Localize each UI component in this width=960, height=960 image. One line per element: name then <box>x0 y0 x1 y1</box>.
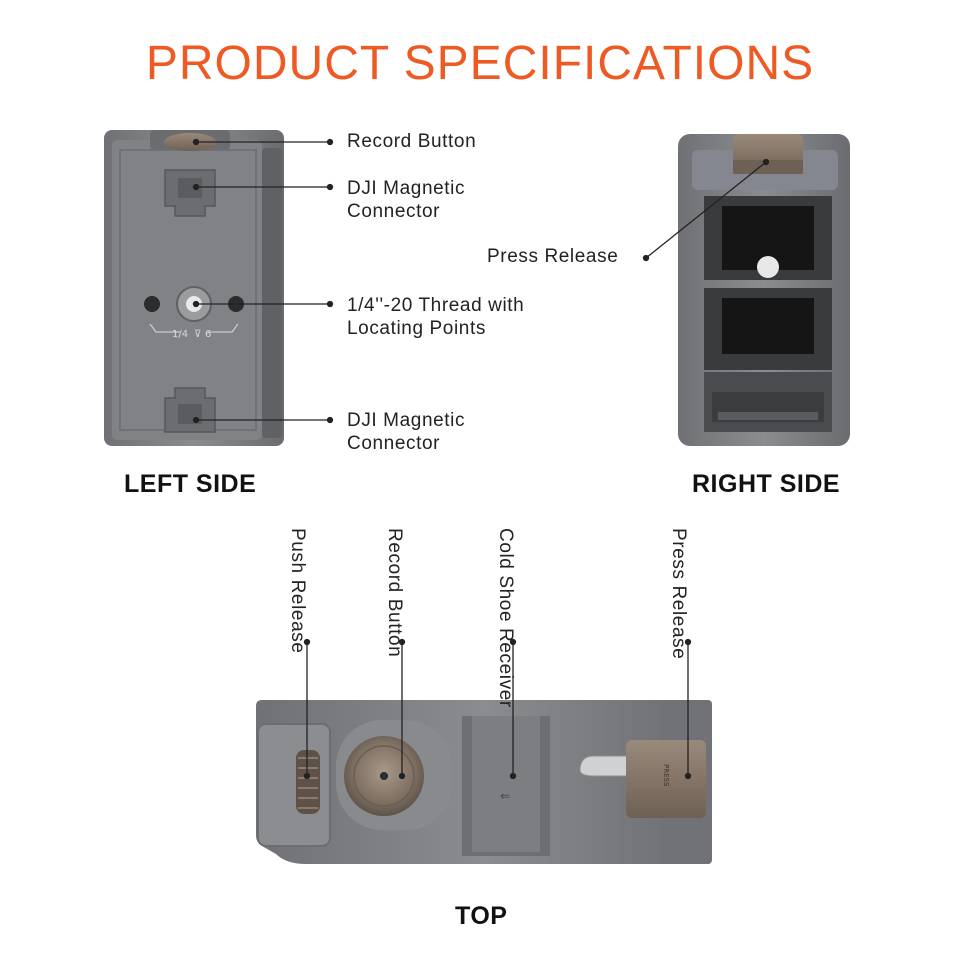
callout-push-release-line1: Push <box>287 528 308 574</box>
label-top: TOP <box>455 902 508 930</box>
callout-top-record-line2: Button <box>384 598 405 658</box>
callout-record-button-text: Record Button <box>347 131 477 152</box>
record-button-top-view <box>164 133 216 151</box>
callout-magnetic-bottom-line2: Connector <box>347 433 441 454</box>
label-right-side: RIGHT SIDE <box>692 470 841 498</box>
left-leader-lines <box>192 138 334 424</box>
callout-magnetic-top: DJI Magnetic Connector <box>347 177 465 223</box>
press-tab-engraving: PRESS <box>662 764 670 787</box>
label-left-side: LEFT SIDE <box>124 470 257 498</box>
press-release-top-tab <box>626 740 706 818</box>
callout-push-release-line2: Release <box>287 579 308 654</box>
callout-press-release: Press Release <box>487 245 618 268</box>
record-button-knob <box>344 736 424 816</box>
callout-magnetic-top-line1: DJI Magnetic <box>347 178 466 199</box>
callout-press-release-text: Press Release <box>487 246 619 267</box>
callout-thread: 1/4''-20 Thread with Locating Points <box>347 294 524 340</box>
top-leader-lines <box>303 638 692 780</box>
callout-thread-line1: 1/4''-20 Thread with <box>347 295 525 316</box>
left-side-cage: 1/4 ⊽ 6 <box>104 130 284 446</box>
magnetic-connector-top <box>164 169 216 217</box>
callout-top-press-line2: Release <box>668 585 689 660</box>
callout-cold-shoe-line2: Receiver <box>495 628 516 708</box>
callout-record-button: Record Button <box>347 130 476 153</box>
right-side-cage <box>678 134 850 446</box>
push-release-wheel <box>296 750 320 814</box>
callout-magnetic-top-line2: Connector <box>347 201 441 222</box>
callout-cold-shoe-line1: Cold Shoe <box>495 528 516 623</box>
callout-push-release: Push Release <box>286 528 308 654</box>
thread-engraving-depth: 6 <box>205 329 211 340</box>
thread-engraving: 1/4 <box>172 329 188 340</box>
svg-text:⇐: ⇐ <box>500 789 510 803</box>
callout-top-press-line1: Press <box>668 528 689 580</box>
page-title: PRODUCT SPECIFICATIONS <box>145 37 815 90</box>
callout-top-press-release: Press Release <box>667 528 689 659</box>
callout-magnetic-bottom: DJI Magnetic Connector <box>347 409 465 455</box>
callout-top-record-line1: Record <box>384 528 405 593</box>
callout-thread-line2: Locating Points <box>347 318 486 339</box>
callout-cold-shoe: Cold Shoe Receiver <box>494 528 516 708</box>
svg-text:⊽: ⊽ <box>194 329 201 340</box>
top-view-cage: ⇐ PRESS <box>256 700 712 864</box>
callout-magnetic-bottom-line1: DJI Magnetic <box>347 410 466 431</box>
right-leader-line <box>642 158 770 262</box>
callout-top-record-button: Record Button <box>383 528 405 657</box>
